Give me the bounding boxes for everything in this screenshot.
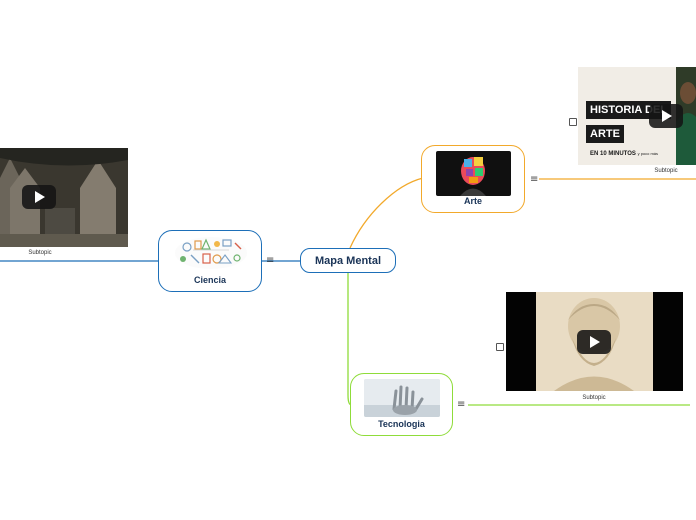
topic-tecnologia-label: Tecnologia	[378, 419, 425, 429]
menu-icon-tecnologia[interactable]: ≡	[457, 399, 466, 410]
menu-icon-ciencia[interactable]: ≡	[266, 255, 275, 266]
topic-ciencia-label: Ciencia	[193, 275, 226, 285]
video-title-line2: ARTE	[586, 125, 624, 143]
robot-hand-icon	[364, 379, 440, 417]
play-icon[interactable]	[649, 104, 683, 128]
subtopic-arte-label: Subtopic	[654, 168, 678, 174]
subtopic-tecnologia-video[interactable]	[506, 292, 683, 391]
video-subtitle-main: EN 10 MINUTOS	[590, 151, 636, 157]
subtopic-tecnologia-label: Subtopic	[582, 395, 606, 401]
tecnologia-thumbnail	[364, 379, 440, 417]
pop-art-portrait-icon	[460, 157, 486, 196]
video-subtitle-small: y poco más	[637, 151, 659, 156]
arte-thumbnail	[436, 151, 511, 196]
play-icon[interactable]	[577, 330, 611, 354]
temple-image	[0, 148, 128, 247]
topic-tecnologia[interactable]: Tecnologia	[350, 373, 453, 436]
checkbox-icon[interactable]	[496, 343, 504, 351]
topic-arte[interactable]: Arte	[421, 145, 525, 213]
subtopic-arte-video[interactable]: HISTORIA DEL ARTE EN 10 MINUTOS y poco m…	[578, 67, 696, 165]
topic-arte-label: Arte	[463, 196, 482, 206]
subtopic-ciencia-video[interactable]	[0, 148, 128, 247]
play-icon[interactable]	[22, 185, 56, 209]
video-subtitle: EN 10 MINUTOS y poco más	[590, 151, 658, 157]
subtopic-ciencia-label: Subtopic	[28, 250, 52, 256]
menu-icon-arte[interactable]: ≡	[530, 174, 539, 185]
science-doodle-icon	[175, 237, 247, 269]
central-topic[interactable]: Mapa Mental	[300, 248, 396, 273]
connector-arte	[349, 177, 424, 249]
checkbox-icon[interactable]	[569, 118, 577, 126]
topic-ciencia[interactable]: Ciencia	[158, 230, 262, 292]
